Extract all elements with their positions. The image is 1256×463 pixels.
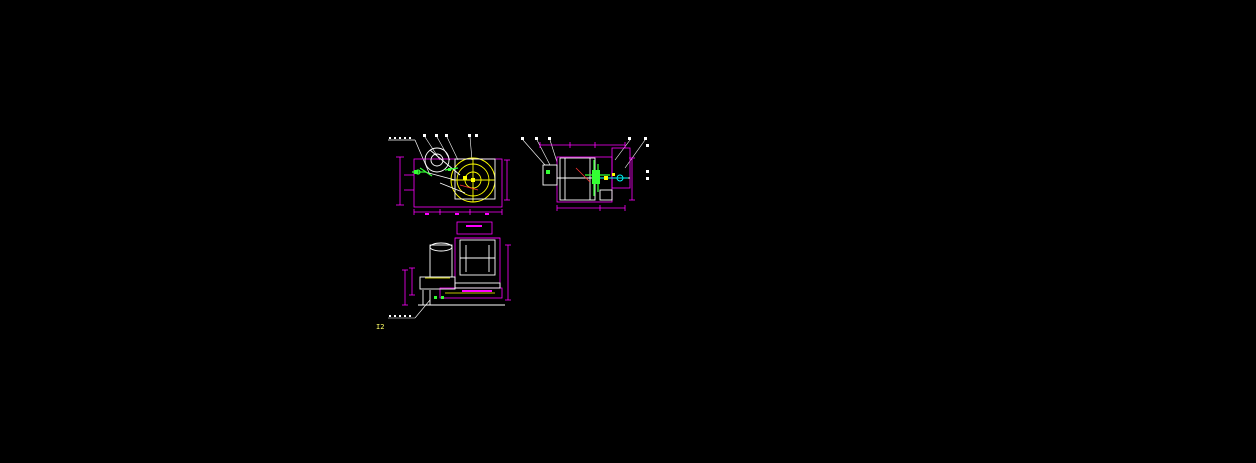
front-view [388, 134, 510, 215]
plan-view [388, 221, 511, 319]
sheet-label: I2 [376, 323, 385, 331]
side-view [521, 137, 649, 211]
